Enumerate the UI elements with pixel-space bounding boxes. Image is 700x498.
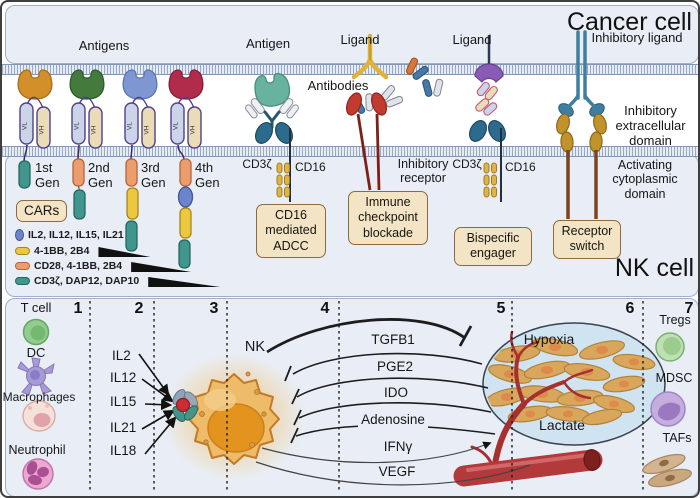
blue-oval-swatch: [15, 228, 24, 241]
scfv-vh-label: VH: [91, 125, 98, 134]
antigens-label: Antigens: [78, 38, 130, 53]
switch-box: Receptor switch: [553, 220, 621, 259]
nk-label: NK: [244, 339, 266, 355]
il18-label: IL18: [110, 443, 137, 458]
activating-domain-label: Activating cytoplasmic domain: [612, 158, 678, 201]
gradient-wedge: [98, 247, 151, 257]
legend-text: IL2, IL12, IL15, IL21: [28, 228, 124, 241]
il2-label: IL2: [112, 348, 131, 363]
scfv-vl-label: VL: [127, 122, 134, 130]
tgfb1-label: TGFB1: [366, 332, 420, 348]
dc-label: DC: [26, 345, 46, 360]
gen2-label: 2nd Gen: [88, 160, 113, 190]
macrophages-label: Macrophages: [2, 390, 76, 404]
cancer-cell-title: Cancer cell: [566, 8, 692, 36]
bispecific-box: Bispecific engager: [454, 227, 532, 266]
scfv-vl-label: VL: [22, 122, 29, 130]
adenosine-label: Adenosine: [358, 412, 428, 428]
scfv-vl-label: VL: [173, 122, 180, 130]
pge2-label: PGE2: [370, 359, 420, 375]
section-number-7: 7: [684, 300, 694, 317]
cd16-label-2: CD16: [505, 160, 536, 174]
antibody-icon: [380, 85, 404, 108]
inhibitory-receptor-icon: [345, 92, 363, 116]
yellow-pill-swatch: [15, 246, 30, 255]
orange-pill-swatch: [15, 261, 30, 270]
ligand-label-1: Ligand: [340, 32, 380, 47]
scfv-vh-label: VH: [190, 125, 197, 134]
legend-row-cd28: CD28, 4-1BB, 2B4: [15, 259, 192, 272]
inhibitory-ligand-label: Inhibitory ligand: [591, 30, 683, 45]
legend-row-cd3z: CD3ζ, DAP12, DAP10: [15, 274, 221, 287]
antibodies-label: Antibodies: [307, 78, 369, 93]
legend-text: 4-1BB, 2B4: [34, 244, 90, 257]
gradient-wedge: [148, 277, 221, 287]
section-number-3: 3: [209, 300, 219, 317]
section-number-6: 6: [625, 300, 635, 317]
cd3z-label-2: CD3ζ: [452, 157, 482, 171]
tregs-label: Tregs: [659, 313, 691, 327]
ligand-label-2: Ligand: [452, 32, 492, 47]
adcc-box: CD16 mediated ADCC: [256, 204, 326, 258]
cd16-receptor: [255, 122, 273, 144]
gradient-wedge: [131, 262, 192, 272]
nk-cell-membrane: [2, 146, 698, 157]
ido-label: IDO: [374, 385, 418, 401]
bispecific-scfv-chain: [475, 81, 498, 116]
scfv-vh-label: VH: [144, 125, 151, 134]
inhibitory-extracellular-label: Inhibitory extracellular domain: [615, 103, 686, 148]
legend-text: CD28, 4-1BB, 2B4: [34, 259, 123, 272]
il15-label: IL15: [110, 394, 137, 409]
checkpoint-box: Immune checkpoint blockade: [348, 191, 428, 245]
cancer-cell-membrane: [2, 64, 698, 75]
section-number-2: 2: [134, 300, 144, 317]
il12-label: IL12: [110, 370, 137, 385]
cd3z-label-1: CD3ζ: [242, 157, 272, 171]
hypoxia-label: Hypoxia: [523, 331, 575, 347]
gen3-label: 3rd Gen: [141, 160, 166, 190]
teal-pill-swatch: [15, 276, 30, 285]
cd16-label-1: CD16: [295, 160, 326, 174]
antigen-label: Antigen: [245, 36, 291, 51]
section-number-1: 1: [73, 300, 83, 317]
tafs-label: TAFs: [662, 431, 692, 445]
gen1-label: 1st Gen: [35, 160, 60, 190]
legend-row-41bb: 4-1BB, 2B4: [15, 244, 151, 257]
nk-cell-title: NK cell: [614, 254, 694, 282]
mdsc-label: MDSC: [655, 371, 693, 385]
antibody-icon: [245, 98, 299, 129]
ifng-label: IFNγ: [374, 439, 422, 455]
scfv-vh-label: VH: [39, 125, 46, 134]
il21-label: IL21: [110, 420, 137, 435]
inhibitory-receptor-label: Inhibitory receptor: [397, 157, 449, 186]
cd16-receptor: [469, 120, 487, 142]
antibody-icon: [422, 78, 444, 97]
vegf-label: VEGF: [371, 464, 423, 480]
gen4-label: 4th Gen: [195, 160, 220, 190]
legend-row-cytokines: IL2, IL12, IL15, IL21: [15, 228, 124, 241]
cars-box: CARs: [16, 200, 68, 223]
section-number-5: 5: [496, 300, 506, 317]
antigen-icon: [254, 72, 291, 107]
neutrophil-label: Neutrophil: [8, 443, 66, 457]
scfv-vl-label: VL: [74, 122, 81, 130]
legend-text: CD3ζ, DAP12, DAP10: [34, 274, 140, 287]
section-number-4: 4: [320, 300, 330, 317]
lactate-label: Lactate: [539, 417, 585, 433]
t-cell-label: T cell: [20, 300, 52, 315]
cancer-cell-panel: [5, 5, 698, 64]
